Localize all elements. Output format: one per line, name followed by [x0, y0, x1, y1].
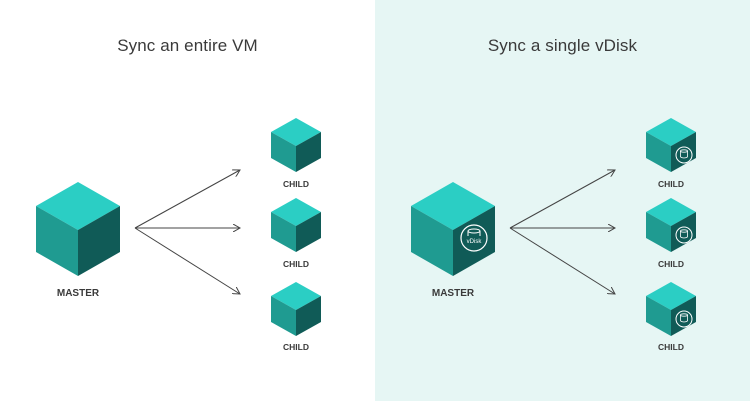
- child-label: CHILD: [283, 179, 309, 189]
- master-label: MASTER: [57, 288, 100, 299]
- child-cube-icon: [271, 118, 321, 172]
- master-vm-cube-icon: [36, 182, 120, 276]
- child-label: CHILD: [283, 259, 309, 269]
- child-label: CHILD: [658, 259, 684, 269]
- single-vdisk-title: Sync a single vDisk: [487, 36, 638, 55]
- master-vdisk-cube-icon: vDisk: [411, 182, 495, 276]
- arrow-icon: [509, 170, 615, 229]
- child-vdisk-cube-icon: [646, 198, 696, 252]
- database-icon: [675, 226, 693, 244]
- child-cube-icon: [271, 282, 321, 336]
- database-icon: [675, 146, 693, 164]
- child-cube-icon: [271, 198, 321, 252]
- child-vdisk-cube-icon: [646, 282, 696, 336]
- master-label: MASTER: [432, 288, 475, 299]
- sync-arrows: [134, 170, 240, 294]
- master-disk-label: vDisk: [467, 239, 483, 245]
- arrow-icon: [134, 227, 240, 294]
- arrow-icon: [134, 170, 240, 229]
- child-label: CHILD: [658, 179, 684, 189]
- child-vdisk-cube-icon: [646, 118, 696, 172]
- entire-vm-title: Sync an entire VM: [117, 36, 258, 55]
- arrow-icon: [509, 227, 615, 294]
- database-icon: vDisk: [460, 224, 488, 252]
- child-label: CHILD: [658, 342, 684, 352]
- database-icon: [675, 310, 693, 328]
- child-label: CHILD: [283, 342, 309, 352]
- sync-arrows: [509, 170, 615, 294]
